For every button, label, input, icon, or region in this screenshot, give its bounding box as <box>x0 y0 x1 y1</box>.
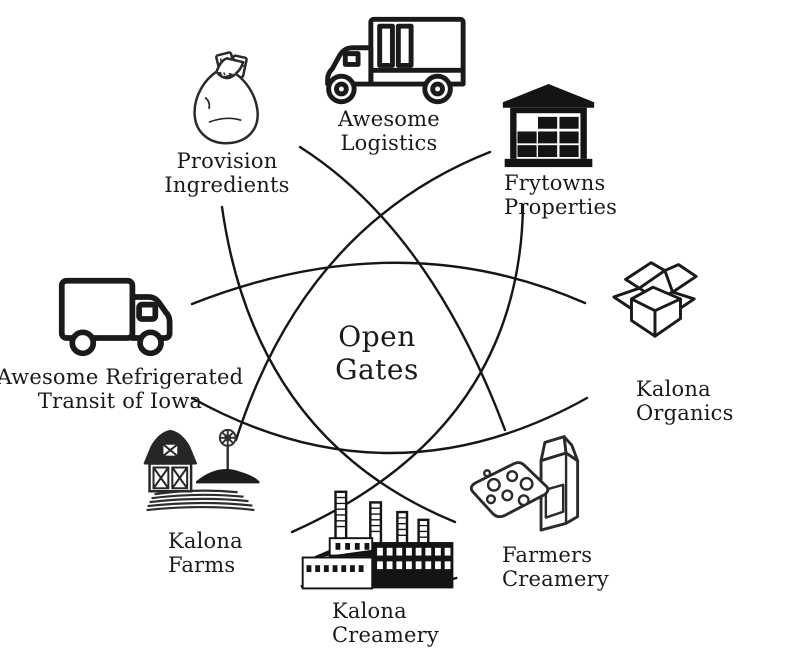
barn-icon <box>136 420 270 514</box>
arc-awesome-refrigerated-transit-kalona-organics-upper <box>190 261 587 306</box>
entity-label-line: Properties <box>504 194 618 219</box>
cheese-and-milk-icon <box>464 428 600 532</box>
arc-frytowns-properties-kalona-farms <box>234 150 492 442</box>
warehouse-icon <box>502 84 622 168</box>
entity-label-line: Organics <box>636 400 734 425</box>
entity-label-line: Transit of Iowa <box>37 388 203 413</box>
entity-label-line: Creamery <box>332 622 439 647</box>
entity-label-line: Kalona <box>636 377 711 401</box>
sack-icon <box>184 46 270 146</box>
delivery-truck-icon <box>57 276 183 360</box>
entity-label-line: Farms <box>168 552 236 577</box>
entity-label-line: Ingredients <box>164 172 290 197</box>
entity-label-line: Kalona <box>168 529 243 553</box>
arc-awesome-logistics-farmers-creamery <box>298 145 507 432</box>
arc-awesome-refrigerated-transit-kalona-organics-lower <box>190 396 589 455</box>
entity-label-line: Frytowns <box>504 171 606 195</box>
center-label: Open Gates <box>335 320 419 386</box>
entity-label-line: Farmers <box>502 543 593 567</box>
entity-label-line: Creamery <box>502 566 609 591</box>
entity-label-line: Awesome <box>338 107 440 131</box>
entity-label-line: Provision <box>176 149 278 173</box>
open-box-icon <box>606 248 736 346</box>
arc-frytowns-properties-kalona-creamery <box>290 203 525 534</box>
entity-label-line: Logistics <box>340 130 438 155</box>
entity-label-line: Kalona <box>332 599 407 623</box>
factory-icon <box>296 486 466 600</box>
entity-label-line: Awesome Refrigerated <box>0 365 244 389</box>
arc-provision-ingredients-kalona-creamery <box>220 205 457 524</box>
box-truck-icon <box>308 14 470 108</box>
